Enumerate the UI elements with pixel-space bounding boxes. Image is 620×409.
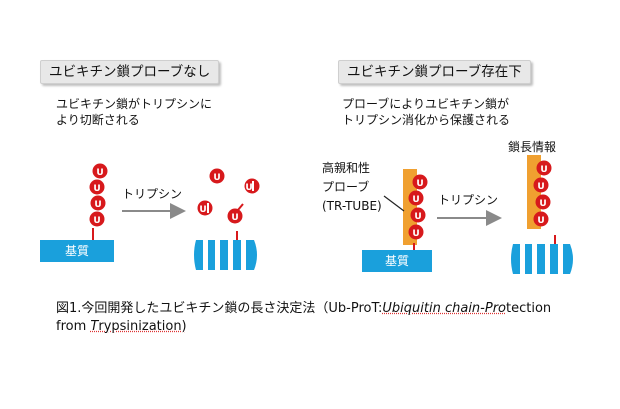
fragment-ubiquitin-2: U	[244, 178, 260, 194]
figure-caption: 図1.今回開発したユビキチン鎖の長さ決定法（Ub-ProT:Ubiquitin …	[56, 300, 616, 336]
left-trypsin-label: トリプシン	[122, 187, 182, 201]
left-ubiquitin-chain: U U U U	[89, 163, 108, 227]
svg-text:U: U	[199, 205, 206, 215]
cleaved-fragments: U U U U	[197, 168, 260, 224]
svg-text:U: U	[416, 179, 423, 189]
left-digested-substrate	[194, 231, 257, 270]
result-ubiquitin-4: U	[533, 211, 549, 227]
caption-from: from	[56, 319, 91, 334]
caption-trypsin-rest: rypsinization)	[98, 319, 187, 334]
right-description: プローブによりユビキチン鎖が トリプシン消化から保護される	[342, 96, 510, 128]
protected-ubiquitin-2: U	[408, 190, 424, 206]
caption-prefix: 図1.今回開発したユビキチン鎖の長さ決定法（Ub-ProT:	[56, 301, 383, 316]
svg-text:U: U	[537, 216, 544, 226]
caption-t: T	[90, 319, 99, 334]
svg-text:U: U	[213, 173, 220, 183]
caption-ub: Ub	[382, 301, 401, 316]
right-trypsin-label: トリプシン	[438, 193, 498, 207]
svg-text:U: U	[245, 183, 252, 193]
fragment-ubiquitin-4: U	[227, 203, 244, 224]
left-substrate-label: 基質	[65, 243, 89, 258]
chain-info-label: 鎖長情報	[508, 140, 557, 154]
right-substrate-label: 基質	[385, 253, 409, 268]
result-ubiquitin-1: U	[536, 160, 552, 176]
caption-ubiquitin-rest: iquitin chain-	[400, 301, 485, 316]
protected-ubiquitin-4: U	[408, 224, 424, 240]
right-digested-substrate	[511, 235, 573, 274]
svg-text:U: U	[537, 182, 544, 192]
caption-tection: tection	[506, 301, 552, 316]
fragment-ubiquitin-3: U	[197, 200, 213, 216]
ubiquitin-2: U	[89, 179, 105, 195]
probe-label-line-1: 高親和性	[322, 161, 371, 175]
result-ubiquitin-3: U	[535, 194, 551, 210]
svg-text:U: U	[414, 212, 421, 222]
svg-text:U: U	[412, 195, 419, 205]
left-description-line-2: より切断される	[56, 113, 140, 127]
result-probe	[527, 155, 541, 229]
right-panel-title: ユビキチン鎖プローブ存在下	[338, 60, 531, 84]
result-ubiquitin-2: U	[533, 177, 549, 193]
caption-pro: Pro	[484, 301, 507, 316]
left-substrate	[40, 240, 114, 262]
svg-text:U: U	[539, 199, 546, 209]
right-description-line-1: プローブによりユビキチン鎖が	[342, 97, 510, 111]
svg-text:U: U	[412, 229, 419, 239]
ubiquitin-4: U	[89, 211, 105, 227]
probe-label-line-3: (TR-TUBE)	[322, 199, 382, 213]
svg-text:U: U	[540, 165, 547, 175]
right-ubiquitin-chain: U U U U	[408, 174, 428, 240]
protected-ubiquitin-1: U	[412, 174, 428, 190]
result-ubiquitin-chain: U U U U	[533, 160, 552, 227]
left-description-line-1: ユビキチン鎖がトリプシンに	[56, 97, 213, 111]
fragment-ubiquitin-1: U	[209, 168, 225, 184]
svg-text:U: U	[94, 200, 101, 210]
probe-label-line-2: プローブ	[322, 180, 370, 194]
protected-ubiquitin-3: U	[410, 207, 426, 223]
ubiquitin-3: U	[90, 195, 106, 211]
svg-text:U: U	[93, 184, 100, 194]
svg-text:U: U	[93, 216, 100, 226]
right-description-line-2: トリプシン消化から保護される	[342, 113, 511, 127]
left-description: ユビキチン鎖がトリプシンに より切断される	[56, 96, 212, 128]
probe-label: 高親和性 プローブ (TR-TUBE)	[322, 159, 382, 216]
right-substrate	[362, 250, 432, 272]
left-panel-title: ユビキチン鎖プローブなし	[40, 60, 220, 84]
svg-text:U: U	[96, 168, 103, 178]
svg-text:U: U	[231, 213, 238, 223]
probe-pointer	[383, 195, 405, 212]
ubiquitin-1: U	[92, 163, 108, 179]
